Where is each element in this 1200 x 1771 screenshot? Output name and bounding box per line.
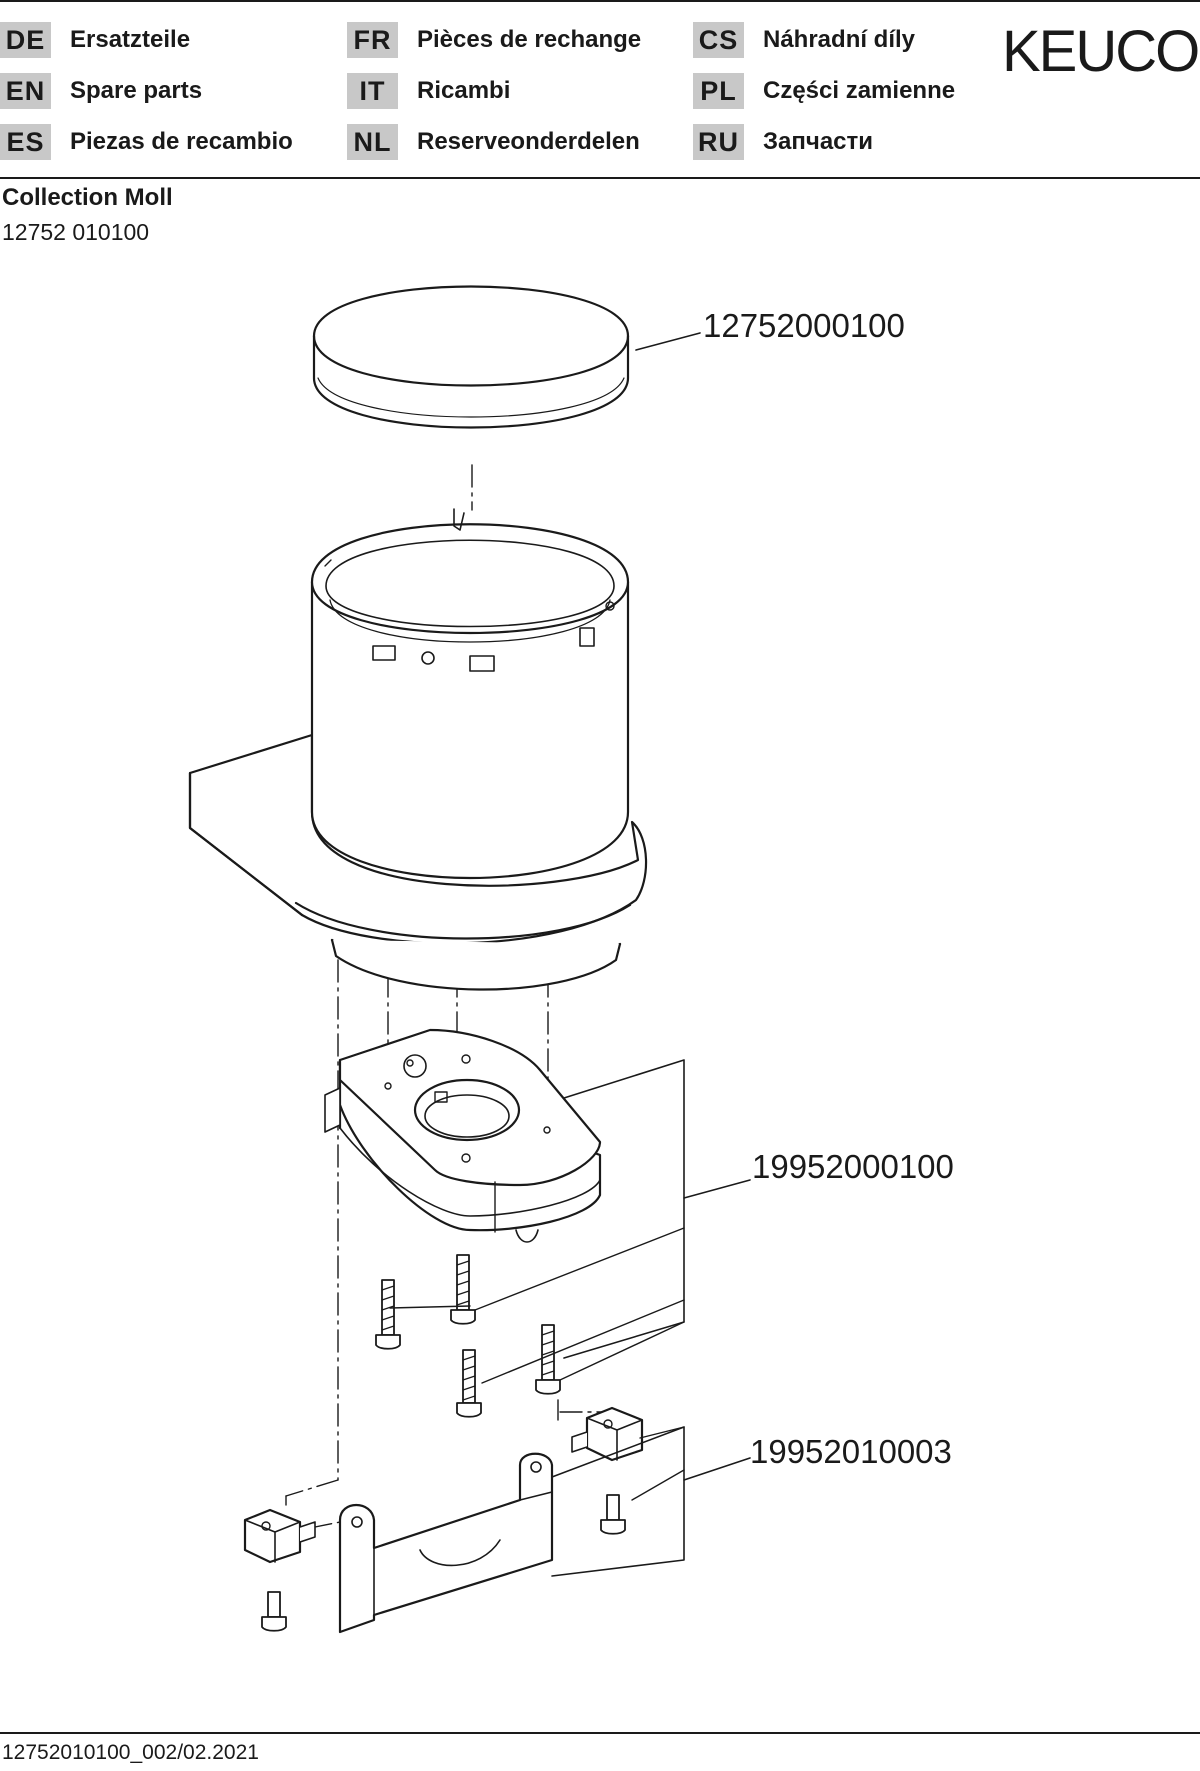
- part-number-label: 19952010003: [750, 1433, 952, 1470]
- lang-nl: NL Reserveonderdelen: [347, 122, 640, 162]
- lang-en: EN Spare parts: [0, 71, 202, 111]
- header-top-rule: [0, 0, 1200, 2]
- part-number-label: 12752000100: [703, 307, 905, 344]
- part-number-label: 19952000100: [752, 1148, 954, 1185]
- lang-code-badge: ES: [0, 124, 51, 160]
- lang-label: Запчасти: [763, 128, 874, 155]
- lang-label: Pièces de rechange: [417, 26, 642, 53]
- screw: [375, 1279, 401, 1350]
- lang-label: Spare parts: [70, 77, 203, 104]
- screw: [600, 1494, 626, 1535]
- lang-es: ES Piezas de recambio: [0, 122, 293, 162]
- document-footer-code: 12752010100_002/02.2021: [2, 1741, 259, 1764]
- footer-rule: [0, 1732, 1200, 1734]
- clip-bracket: [243, 1406, 644, 1634]
- lang-code-badge: IT: [347, 73, 398, 109]
- mounting-plate: [324, 1028, 602, 1243]
- screw: [456, 1349, 482, 1418]
- lang-label: Ersatzteile: [70, 26, 191, 53]
- lang-label: Reserveonderdelen: [417, 128, 640, 155]
- lang-de: DE Ersatzteile: [0, 20, 190, 60]
- lang-code-badge: DE: [0, 22, 51, 58]
- keuco-logo: KEUCO: [1002, 19, 1200, 84]
- screw: [450, 1254, 476, 1325]
- header-bottom-rule: [0, 177, 1200, 179]
- lang-label: Części zamienne: [763, 77, 956, 104]
- lang-code-badge: NL: [347, 124, 398, 160]
- screws: [261, 1254, 626, 1632]
- collection-title: Collection Moll: [2, 184, 173, 211]
- lang-code-badge: RU: [693, 124, 744, 160]
- lang-code-badge: EN: [0, 73, 51, 109]
- lang-it: IT Ricambi: [347, 71, 510, 111]
- cover-disc: [312, 285, 630, 429]
- screw: [261, 1591, 287, 1632]
- screw: [535, 1324, 561, 1395]
- lang-cs: CS Náhradní díly: [693, 20, 915, 60]
- lang-label: Piezas de recambio: [70, 128, 293, 155]
- holder-body: [188, 508, 648, 991]
- article-number: 12752 010100: [2, 219, 150, 245]
- lang-code-badge: FR: [347, 22, 398, 58]
- lang-label: Ricambi: [417, 77, 511, 104]
- lang-label: Náhradní díly: [763, 26, 916, 53]
- lang-ru: RU Запчасти: [693, 122, 873, 162]
- lang-pl: PL Części zamienne: [693, 71, 955, 111]
- lang-code-badge: PL: [693, 73, 744, 109]
- leader-lines: [389, 332, 751, 1577]
- lang-fr: FR Pièces de rechange: [347, 20, 641, 60]
- lang-code-badge: CS: [693, 22, 744, 58]
